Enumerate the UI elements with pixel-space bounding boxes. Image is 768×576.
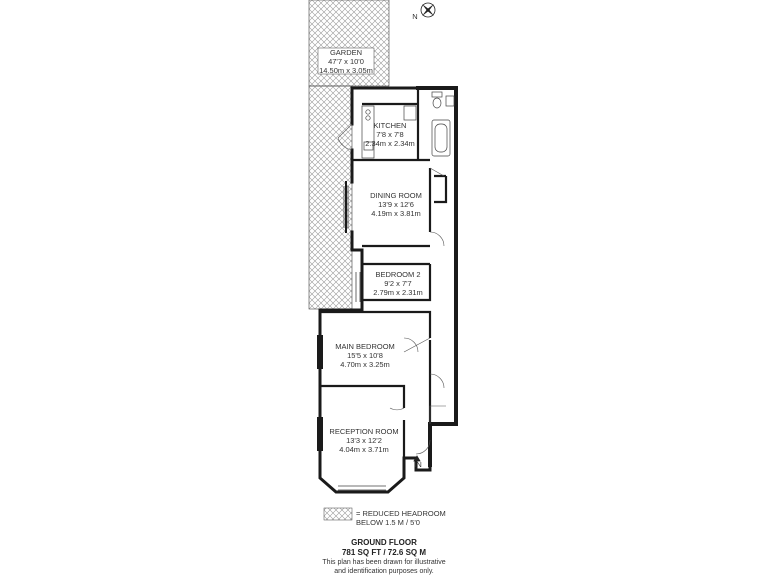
- room-size-imperial: 47'7 x 10'0: [328, 57, 364, 66]
- room-name: BEDROOM 2: [375, 270, 421, 279]
- room-name: GARDEN: [329, 48, 363, 57]
- legend-line-2: BELOW 1.5 M / 5'0: [356, 518, 420, 527]
- room-name: RECEPTION ROOM: [329, 427, 399, 436]
- room-size-metric: 4.19m x 3.81m: [371, 209, 421, 218]
- compass-label: N: [412, 12, 418, 21]
- room-name: DINING ROOM: [370, 191, 422, 200]
- door-swings: [337, 123, 446, 455]
- room-size-imperial: 15'5 x 10'8: [347, 351, 383, 360]
- bathroom-fittings: [431, 91, 455, 157]
- room-size-metric: 14.50m x 3.05m: [319, 66, 373, 75]
- room-size-imperial: 9'2 x 7'7: [384, 279, 412, 288]
- kitchen-fittings: [361, 105, 417, 159]
- garden-area: [308, 0, 390, 310]
- exterior-walls: [317, 86, 458, 494]
- room-size-metric: 4.70m x 3.25m: [340, 360, 390, 369]
- room-name: KITCHEN: [373, 121, 407, 130]
- floor-title: GROUND FLOOR: [351, 538, 417, 547]
- room-size-imperial: 13'3 x 12'2: [346, 436, 382, 445]
- compass-icon: [420, 2, 436, 18]
- interior-walls: [320, 88, 448, 458]
- room-label-bedroom-2: BEDROOM 2 9'2 x 7'7 2.79m x 2.31m: [366, 270, 430, 297]
- room-label-garden: GARDEN 47'7 x 10'0 14.50m x 3.05m: [318, 48, 374, 75]
- legend-text: = REDUCED HEADROOM BELOW 1.5 M / 5'0: [356, 509, 446, 527]
- room-size-metric: 2.34m x 2.34m: [365, 139, 415, 148]
- legend-hatch-swatch: [323, 507, 353, 521]
- disclaimer-line-1: This plan has been drawn for illustrativ…: [322, 559, 446, 566]
- floor-title-block: GROUND FLOOR 781 SQ FT / 72.6 SQ M: [0, 538, 768, 558]
- floor-area: 781 SQ FT / 72.6 SQ M: [341, 548, 427, 557]
- room-size-imperial: 13'9 x 12'6: [378, 200, 414, 209]
- room-name: MAIN BEDROOM: [335, 342, 395, 351]
- room-label-main-bedroom: MAIN BEDROOM 15'5 x 10'8 4.70m x 3.25m: [330, 342, 400, 369]
- room-label-dining: DINING ROOM 13'9 x 12'6 4.19m x 3.81m: [362, 191, 430, 218]
- room-size-metric: 2.79m x 2.31m: [373, 288, 423, 297]
- room-label-kitchen: KITCHEN 7'8 x 7'8 2.34m x 2.34m: [362, 121, 418, 148]
- room-size-metric: 4.04m x 3.71m: [339, 445, 389, 454]
- room-label-reception: RECEPTION ROOM 13'3 x 12'2 4.04m x 3.71m: [326, 427, 402, 454]
- entrance-arrow-icon: [413, 455, 421, 470]
- disclaimer-line-2: and identification purposes only.: [334, 567, 434, 575]
- room-size-imperial: 7'8 x 7'8: [376, 130, 404, 139]
- disclaimer: This plan has been drawn for illustrativ…: [0, 559, 768, 576]
- entrance-label: IN: [414, 460, 422, 469]
- legend-line-1: = REDUCED HEADROOM: [356, 509, 446, 518]
